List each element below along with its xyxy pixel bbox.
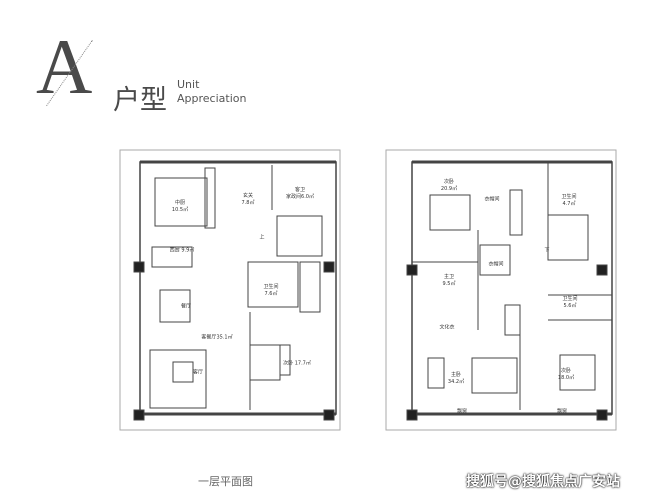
room-label-bay1: 飘窗 [456,408,468,415]
title-en: Unit Appreciation [177,78,246,106]
title-cn: 户型 [113,85,167,116]
room-label-living: 客厅 [192,369,204,376]
room-label-closet2: 衣帽间 [488,261,504,268]
room-label-west-kitchen: 西厨 9.9㎡ [169,247,195,254]
unit-letter: A [36,23,93,110]
room-label-dining: 餐厅 [180,303,192,310]
room-label-guest-bath: 客卫家政间6.0㎡ [286,187,314,200]
stairs-up-label: 上 [259,234,265,241]
floor1-plan [119,149,341,431]
floor2-plan [385,149,617,431]
stairs-down-label: 下 [544,247,550,254]
watermark: 搜狐号@搜狐焦点广安站 [466,474,620,490]
room-label-dresser: 文化衣 [439,324,455,331]
title-en-line2: Appreciation [177,92,247,105]
room-label-living-dining: 客餐厅35.1㎡ [201,334,233,341]
floor-caption: 一层平面图 [198,475,253,488]
room-label-closet: 衣帽间 [484,196,500,203]
room-label-bay2: 飘窗 [556,408,568,415]
title-en-line1: Unit [177,78,200,91]
room-label-bedroom: 次卧 17.7㎡ [283,360,311,367]
